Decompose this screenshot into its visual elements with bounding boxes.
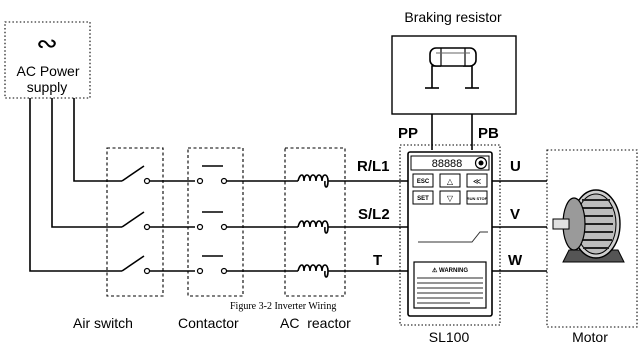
motor: Motor: [546, 149, 638, 345]
inverter-model-label: SL100: [429, 329, 470, 345]
reactor-coil-2: [297, 220, 329, 234]
key-down: ▽: [447, 194, 454, 203]
supply-wires: [29, 98, 122, 272]
braking-resistor-label: Braking resistor: [404, 9, 502, 25]
key-set: SET: [417, 196, 429, 202]
motor-icon: [552, 189, 625, 263]
terminal-r-l1: R/L1: [357, 158, 390, 175]
figure-caption: Figure 3-2 Inverter Wiring: [230, 301, 336, 312]
terminal-s-l2: S/L2: [358, 206, 390, 223]
inverter-sl100: 88888 ESC △ ≪ SET ▽ RUN STOP ⚠ WARNING S…: [399, 144, 501, 345]
terminal-pb: PB: [478, 125, 499, 142]
ac-symbol: ∾: [36, 28, 58, 58]
air-switch-label: Air switch: [73, 315, 133, 331]
terminal-w: W: [508, 252, 523, 269]
ac-power-supply: ∾ AC Power supply: [4, 21, 91, 99]
braking-resistor: Braking resistor: [391, 9, 517, 115]
key-run-stop: RUN STOP: [467, 196, 488, 201]
ac-power-label-line1: AC Power: [16, 63, 79, 79]
inverter-display: 88888: [432, 158, 463, 170]
terminal-pp: PP: [398, 125, 418, 142]
key-shift: ≪: [473, 177, 481, 186]
air-switch: [106, 147, 164, 297]
key-esc: ESC: [417, 179, 430, 185]
reactor-coil-1: [297, 174, 329, 188]
ac-power-label-line2: supply: [27, 79, 67, 95]
reactor-coil-3: [297, 264, 329, 278]
contactor-label: Contactor: [178, 315, 239, 331]
motor-label: Motor: [572, 329, 608, 345]
warning-title: ⚠ WARNING: [432, 267, 468, 274]
terminal-t: T: [373, 252, 382, 269]
key-up: △: [447, 177, 454, 186]
terminal-v: V: [510, 206, 520, 223]
terminal-u: U: [510, 158, 521, 175]
ac-reactor-label: AC reactor: [280, 315, 351, 331]
ac-reactor: [284, 147, 346, 297]
contactor: [187, 147, 244, 297]
